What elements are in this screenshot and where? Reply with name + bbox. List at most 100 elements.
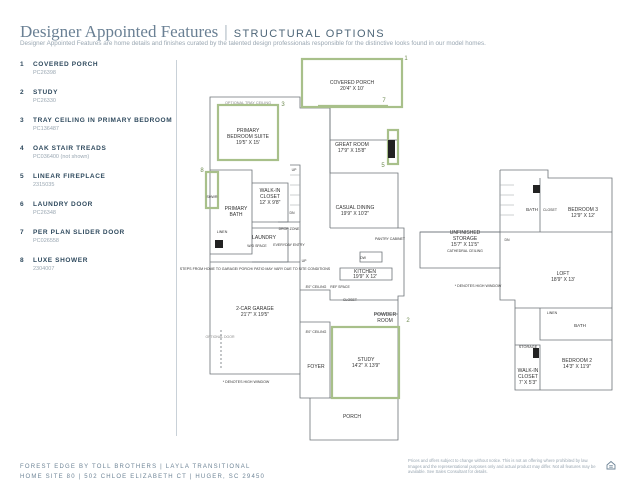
stairs-down-label-2f: DN [504,238,510,242]
title-separator: | [224,22,228,41]
powder-walls [374,299,398,315]
option-code: PC026558 [33,238,59,244]
wd-space-label: W/D SPACE [247,244,267,248]
callout-8: 8 [200,168,204,174]
laundry-label: LAUNDRY [252,235,276,241]
equal-housing-icon [606,460,616,470]
closet-wall-2 [300,289,374,301]
option-number: 7 [20,229,24,236]
dw-label: DW [360,256,367,260]
kitchen-island [339,267,393,281]
bath2-wall [539,308,612,341]
toilet-icon-2 [533,185,540,193]
primary-bath-label-2: BATH [230,212,243,218]
casual-dining-label: CASUAL DINING [336,205,375,211]
storage-label-2: STORAGE [453,236,478,242]
primary-bath-label: PRIMARY [225,206,248,212]
walk-in-label-2f-2: CLOSET [518,374,538,380]
title-text: Designer Appointed Features [20,22,219,41]
ceiling-label-a: 8'0" CEILING [306,285,327,289]
option-code: PC26348 [33,210,56,216]
bath-wall [210,169,253,255]
callout-7: 7 [382,98,386,104]
covered-porch-dims: 20'4" X 10' [340,86,364,92]
kitchen-dims: 19'9" X 12' [353,274,377,280]
option-name: OAK STAIR TREADS [33,145,107,152]
loft-label: LOFT [557,271,570,277]
high-window-note-2f: * DENOTES HIGH WINDOW [455,284,502,288]
great-room-dims: 17'9" X 15'8" [338,148,366,154]
option-number: 5 [20,173,24,180]
covered-porch-label: COVERED PORCH [330,80,375,86]
ceiling-label-b: 8'0" CEILING [306,330,327,334]
steps-note: STEPS FROM HOME TO GARAGE/ PORCH/ PATIO … [180,267,331,271]
garage-dims: 21'7" X 19'5" [241,312,269,318]
primary-suite-dims: 19'5" X 15' [236,140,260,146]
study-dims: 14'2" X 13'9" [352,363,380,369]
front-porch-outline [309,398,399,441]
option-number: 3 [20,117,24,124]
optional-door-label: OPTIONAL DOOR [205,335,235,339]
stair-wall [290,164,301,222]
closet-label-2f: CLOSET [543,208,558,212]
option-code: 2304007 [33,266,55,272]
walk-in-label-2: CLOSET [260,194,280,200]
garage-label: 2-CAR GARAGE [236,306,274,312]
option-name: LUXE SHOWER [33,257,88,264]
tray-ceiling-label: OPTIONAL TRAY CEILING [225,101,271,105]
powder-label: POWDER [374,312,397,318]
bedroom3-dims: 12'9" X 12' [571,213,595,219]
callout-5: 5 [381,163,385,169]
walk-in-label-2f: WALK-IN [518,368,539,374]
footer-disclaimer: Prices and offers subject to change with… [408,458,596,474]
storage-label: UNFINISHED [450,230,481,236]
storage-dims: 15'7" X 11'5" [451,242,479,248]
bath2-label: BATH [574,323,586,328]
loft-dims: 18'9" X 13' [551,277,575,283]
closet-label: CLOSET [343,298,358,302]
great-room-label: GREAT ROOM [335,142,369,148]
casual-dining-dims: 19'9" X 10'2" [341,211,369,217]
linen-label-2f: LINEN [547,311,558,315]
highlight-shower [204,170,220,210]
option-number: 1 [20,61,24,68]
walk-in-dims-2f: 7' X 5'3" [519,380,537,386]
option-code: PC26330 [33,98,56,104]
primary-suite-label-2: BEDROOM SUITE [227,134,270,140]
footer-line-2: HOME SITE 80 | 502 CHLOE ELIZABETH CT | … [20,474,266,480]
primary-suite-label: PRIMARY [237,128,260,134]
walk-in-dims: 12' X 9'8" [260,200,281,206]
callout-2: 2 [406,318,410,324]
option-name: LINEAR FIREPLACE [33,173,106,180]
porch-label: PORCH [343,414,361,420]
column-divider [176,60,177,436]
page-subtitle: Designer Appointed Features are home det… [20,40,486,47]
dishwasher [359,251,383,263]
page-title: Designer Appointed Features | STRUCTURAL O… [20,22,385,42]
study-label: STUDY [358,357,376,363]
footer-address: FOREST EDGE BY TOLL BROTHERS | LAYLA TRA… [20,462,265,482]
section-label: STRUCTURAL OPTIONS [233,28,386,40]
highlight-tray-ceiling [216,103,280,162]
option-name: TRAY CEILING IN PRIMARY BEDROOM [33,117,173,124]
second-floor-outline [419,169,613,391]
linen-label: LINEN [217,230,228,234]
stairs-down-label: DN [289,211,295,215]
option-code: 2315035 [33,182,55,188]
dining-wall [329,140,398,229]
foyer-label: FOYER [307,364,325,370]
stairs-up-label-2: UP [302,259,308,263]
ref-label: REF SPACE [330,285,350,289]
callout-3: 3 [281,102,285,108]
option-name: STUDY [33,89,59,96]
option-code: PC036400 (not shown) [33,154,90,160]
fireplace-icon [388,140,395,158]
option-number: 8 [20,257,24,264]
high-window-note: * DENOTES HIGH WINDOW [223,380,270,384]
option-name: LAUNDRY DOOR [33,201,93,208]
walk-in-label: WALK-IN [260,188,281,194]
bedroom2-dims: 14'3" X 11'9" [563,364,591,370]
foyer-wall [300,321,331,398]
everyday-entry-label: EVERYDAY ENTRY [273,243,305,247]
